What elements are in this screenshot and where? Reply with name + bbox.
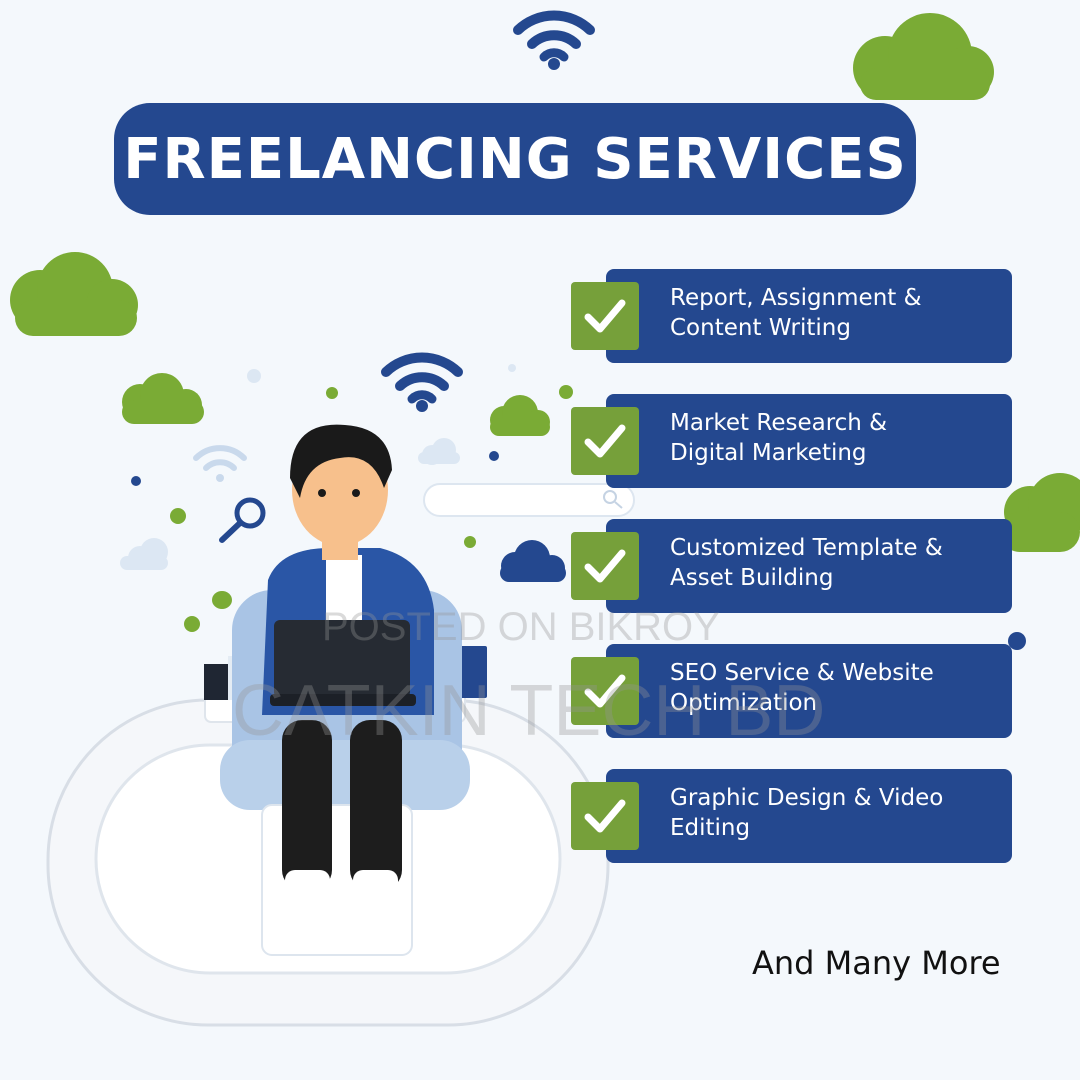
service-label-line: SEO Service & Website	[670, 660, 934, 686]
check-icon	[571, 532, 639, 600]
wifi-icon	[193, 445, 247, 482]
check-icon	[571, 407, 639, 475]
service-label-line: Content Writing	[670, 315, 851, 341]
service-label: SEO Service & Website Optimization	[670, 658, 1000, 718]
service-label-line: Editing	[670, 815, 751, 841]
cloud-icon	[1000, 473, 1080, 552]
service-item-marketing: Market Research & Digital Marketing	[571, 394, 1012, 488]
service-panel	[606, 394, 1012, 488]
footer-text: And Many More	[752, 944, 1001, 982]
service-label-line: Market Research &	[670, 410, 888, 436]
cloud-icon	[490, 395, 550, 436]
service-label: Report, Assignment & Content Writing	[670, 283, 1000, 343]
cloud-icon	[120, 438, 460, 570]
service-label-line: Digital Marketing	[670, 440, 867, 466]
service-label-line: Asset Building	[670, 565, 834, 591]
service-label-line: Report, Assignment &	[670, 285, 922, 311]
service-item-writing: Report, Assignment & Content Writing	[571, 269, 1012, 363]
service-item-template: Customized Template & Asset Building	[571, 519, 1012, 613]
cloud-icon	[122, 373, 204, 424]
check-icon	[571, 282, 639, 350]
service-panel	[606, 519, 1012, 613]
cloud-icon	[10, 252, 138, 336]
check-icon	[571, 782, 639, 850]
service-panel	[606, 769, 1012, 863]
search-bar	[423, 483, 635, 517]
service-label: Market Research & Digital Marketing	[670, 408, 1000, 468]
service-label-line: Graphic Design & Video	[670, 785, 944, 811]
magnifier-icon	[603, 490, 623, 509]
service-label: Customized Template & Asset Building	[670, 533, 1000, 593]
cloud-icon	[853, 13, 994, 100]
service-item-design: Graphic Design & Video Editing	[571, 769, 1012, 863]
avatar	[262, 424, 434, 920]
page-title: FREELANCING SERVICES	[123, 126, 907, 192]
service-panel	[606, 269, 1012, 363]
title-banner: FREELANCING SERVICES	[114, 103, 916, 215]
check-icon	[571, 657, 639, 725]
magnifier-icon	[219, 497, 266, 543]
service-label-line: Optimization	[670, 690, 818, 716]
service-item-seo: SEO Service & Website Optimization	[571, 644, 1012, 738]
service-label-line: Customized Template &	[670, 535, 943, 561]
cloud-icon	[500, 540, 566, 582]
wifi-icon	[513, 10, 595, 70]
wifi-icon	[381, 352, 463, 412]
service-label: Graphic Design & Video Editing	[670, 783, 1000, 843]
service-panel	[606, 644, 1012, 738]
